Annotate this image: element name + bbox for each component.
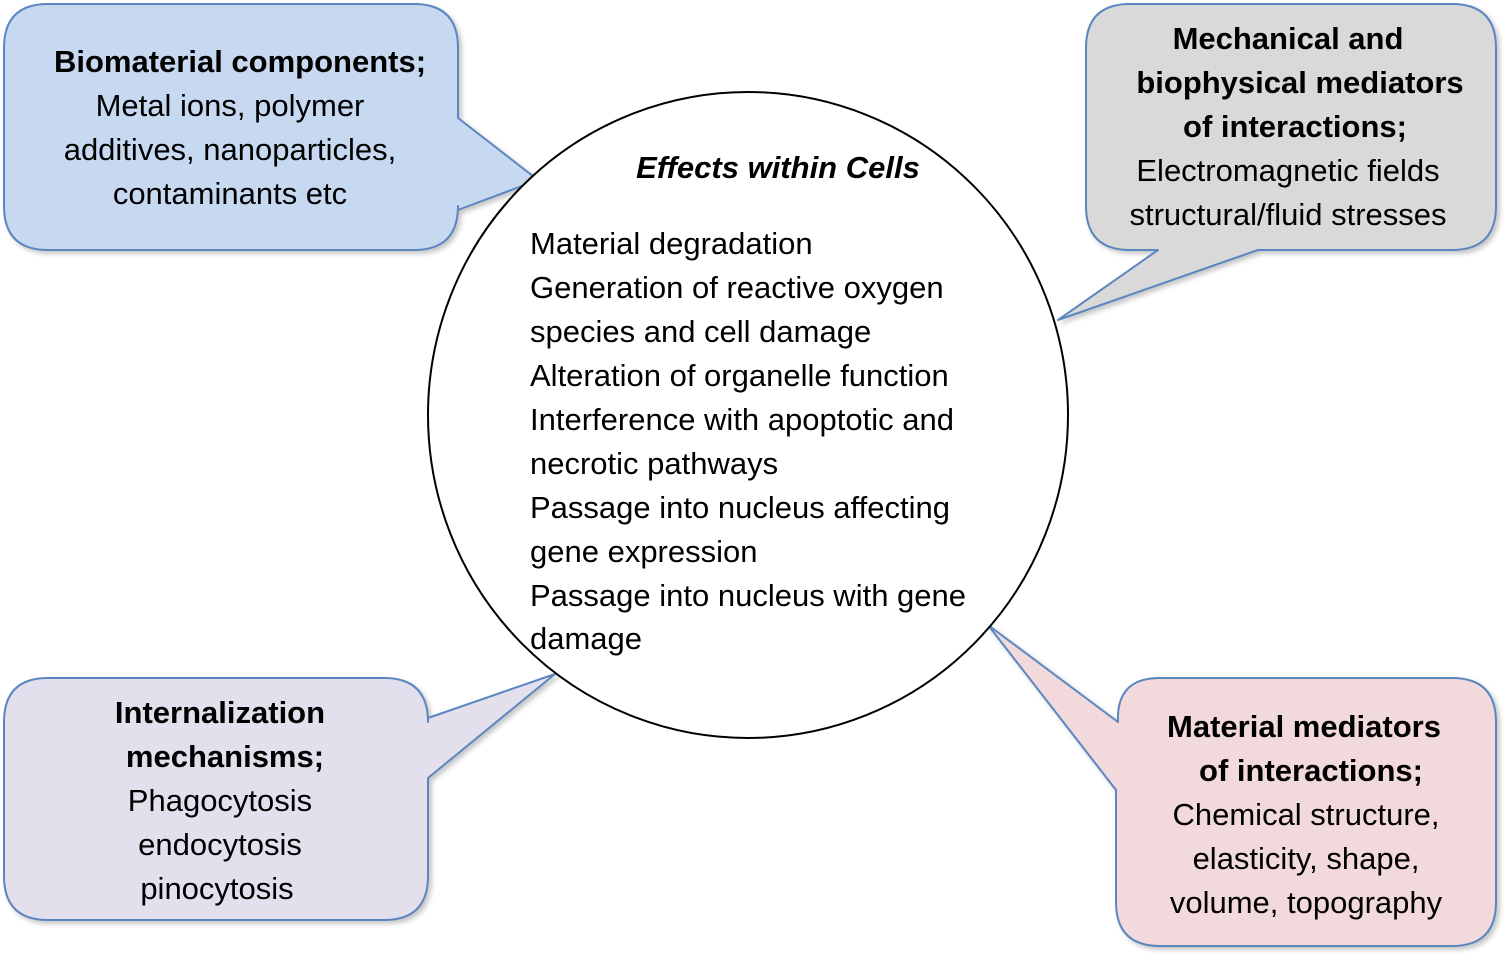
center-title: Effects within Cells bbox=[636, 150, 920, 185]
callout-biomaterial-text: Biomaterial components; Metal ions, poly… bbox=[30, 40, 450, 216]
center-circle bbox=[427, 91, 1069, 739]
effect-line: Alteration of organelle function bbox=[530, 358, 949, 393]
callout-biomaterial-shape bbox=[3, 3, 539, 251]
callout-internalization-line: pinocytosis bbox=[140, 871, 294, 906]
callout-mechanical-text: Mechanical and biophysical mediators of … bbox=[1100, 17, 1490, 237]
callout-material-line: Chemical structure, bbox=[1172, 797, 1440, 832]
callout-mechanical-heading: of interactions; bbox=[1183, 109, 1407, 144]
center-effects-list: Material degradation Generation of react… bbox=[530, 222, 966, 656]
callout-internalization-line: endocytosis bbox=[138, 827, 302, 862]
callout-mechanical-heading: Mechanical and bbox=[1172, 21, 1404, 56]
effect-line: species and cell damage bbox=[530, 314, 872, 349]
callout-mechanical-heading: biophysical mediators bbox=[1136, 65, 1464, 100]
effect-line: damage bbox=[530, 621, 643, 656]
callout-internalization-shape bbox=[3, 673, 556, 921]
callout-material-line: elasticity, shape, bbox=[1192, 841, 1420, 876]
callout-mechanical-line: Electromagnetic fields bbox=[1136, 153, 1440, 188]
effect-line: gene expression bbox=[530, 534, 758, 569]
callout-internalization-heading: Internalization bbox=[114, 695, 326, 730]
callout-material-heading: of interactions; bbox=[1199, 753, 1423, 788]
callout-mechanical-line: structural/fluid stresses bbox=[1129, 197, 1447, 232]
callout-internalization-heading: mechanisms; bbox=[125, 739, 325, 774]
callout-material-line: volume, topography bbox=[1169, 885, 1443, 920]
callout-biomaterial-line: additives, nanoparticles, bbox=[63, 132, 397, 167]
callout-material-shape bbox=[987, 624, 1497, 947]
effect-line: Material degradation bbox=[530, 226, 813, 261]
callout-material-text: Material mediators of interactions; Chem… bbox=[1116, 705, 1496, 925]
callout-material-heading: Material mediators bbox=[1167, 709, 1441, 744]
effect-line: Passage into nucleus affecting bbox=[530, 490, 950, 525]
callout-internalization-text: Internalization mechanisms; Phagocytosis… bbox=[20, 691, 420, 911]
effect-line: necrotic pathways bbox=[530, 446, 779, 481]
callout-biomaterial-heading: Biomaterial components; bbox=[53, 44, 427, 79]
effect-line: Interference with apoptotic and bbox=[530, 402, 954, 437]
callout-mechanical-shape bbox=[1057, 3, 1497, 321]
callout-internalization-line: Phagocytosis bbox=[127, 783, 313, 818]
effect-line: Generation of reactive oxygen bbox=[530, 270, 944, 305]
effect-line: Passage into nucleus with gene bbox=[530, 578, 967, 613]
callout-biomaterial-line: Metal ions, polymer bbox=[95, 88, 365, 123]
callout-biomaterial-line: contaminants etc bbox=[112, 176, 348, 211]
